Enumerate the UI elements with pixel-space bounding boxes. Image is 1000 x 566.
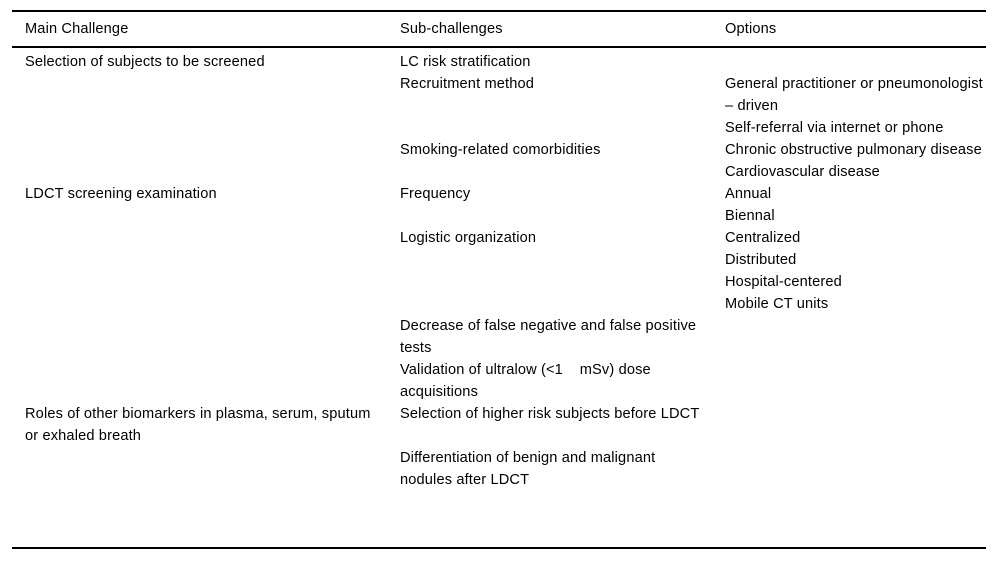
column-header-main-challenge: Main Challenge bbox=[25, 21, 129, 37]
table-row: Roles of other biomarkers in plasma, ser… bbox=[0, 403, 1000, 491]
sub-challenge-text: Logistic organization bbox=[400, 230, 537, 246]
sub-challenge-text: Decrease of false negative and false pos… bbox=[400, 318, 701, 356]
table-row: LDCT screening examination Frequency Annua… bbox=[0, 183, 1000, 403]
option-item: Biennal bbox=[725, 208, 775, 224]
table-subrow: LDCT screening examination Frequency Annua… bbox=[0, 183, 1000, 227]
sub-challenge-text: Differentiation of benign and malignant … bbox=[400, 450, 660, 488]
table-header-row: Main Challenge Sub-challenges Options bbox=[0, 18, 1000, 40]
sub-challenge-text: Selection of higher risk subjects before… bbox=[400, 406, 700, 422]
option-item: Annual bbox=[725, 186, 772, 202]
table-subrow: Recruitment method General practitioner o… bbox=[0, 73, 1000, 139]
column-header-sub-challenges: Sub-challenges bbox=[400, 21, 503, 37]
sub-challenge-text: Smoking-related comorbidities bbox=[400, 142, 601, 158]
table-row: Selection of subjects to be screened LC r… bbox=[0, 51, 1000, 183]
option-item: Chronic obstructive pulmonary disease bbox=[725, 142, 982, 158]
sub-challenge-text: Validation of ultralow (<1 mSv) dose acq… bbox=[400, 362, 655, 400]
table-subrow: Roles of other biomarkers in plasma, ser… bbox=[0, 403, 1000, 447]
table-subrow: Selection of subjects to be screened LC r… bbox=[0, 51, 1000, 73]
sub-challenge-text: LC risk stratification bbox=[400, 54, 531, 70]
table-rule-bottom bbox=[12, 547, 986, 549]
option-item: Hospital-centered bbox=[725, 274, 842, 290]
table-subrow: Smoking-related comorbidities Chronic obs… bbox=[0, 139, 1000, 183]
option-item: General practitioner or pneumonologist –… bbox=[725, 76, 988, 114]
table-subrow: Decrease of false negative and false pos… bbox=[0, 315, 1000, 359]
sub-challenge-text: Frequency bbox=[400, 186, 471, 202]
main-challenge-text: Selection of subjects to be screened bbox=[25, 54, 265, 70]
table-subrow: Differentiation of benign and malignant … bbox=[0, 447, 1000, 491]
options-cell: General practitioner or pneumonologist –… bbox=[725, 73, 1000, 139]
option-item: Mobile CT units bbox=[725, 296, 829, 312]
option-item: Self-referral via internet or phone bbox=[725, 120, 944, 136]
table-rule-header bbox=[12, 46, 986, 48]
column-header-options: Options bbox=[725, 21, 777, 37]
main-challenge-text: Roles of other biomarkers in plasma, ser… bbox=[25, 406, 375, 444]
table-rule-top bbox=[12, 10, 986, 12]
option-item: Cardiovascular disease bbox=[725, 164, 880, 180]
main-challenge-text: LDCT screening examination bbox=[25, 186, 217, 202]
option-item: Distributed bbox=[725, 252, 797, 268]
table-body: Selection of subjects to be screened LC r… bbox=[0, 51, 1000, 491]
option-item: Centralized bbox=[725, 230, 801, 246]
table-subrow: Validation of ultralow (<1 mSv) dose acq… bbox=[0, 359, 1000, 403]
sub-challenge-text: Recruitment method bbox=[400, 76, 535, 92]
